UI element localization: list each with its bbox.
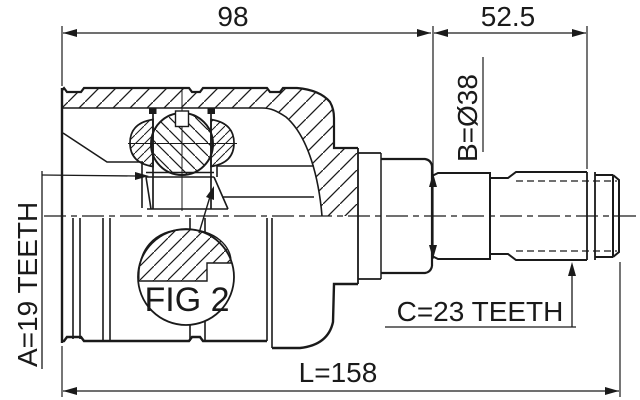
arrow-right <box>572 29 586 37</box>
bearing-ball-assembly <box>128 89 237 211</box>
cage-wall-top-right <box>207 108 215 114</box>
outer-spline-text: C=23 TEETH <box>397 296 564 327</box>
dimension-overall-length: L=158 <box>61 262 621 397</box>
dimension-52-5-text: 52.5 <box>481 1 536 32</box>
leader-arrow <box>568 262 576 276</box>
arrow-left <box>434 29 448 37</box>
label-outer-spline-teeth: C=23 TEETH <box>385 262 576 328</box>
fig-2-detail-circle: FIG 2 <box>137 186 235 326</box>
overall-length-text: L=158 <box>299 357 378 388</box>
dimension-52-5: 52.5 <box>432 1 588 259</box>
cage-section-left <box>129 118 154 168</box>
cage-window-notch <box>174 110 190 128</box>
cage-section-right <box>210 118 235 168</box>
leader-arrow <box>135 172 149 180</box>
spline-root-lines <box>516 180 617 252</box>
arrow-right <box>417 29 431 37</box>
fig-2-leader-arrow <box>206 186 214 200</box>
leader-line <box>41 174 137 177</box>
arrow-right <box>605 387 619 395</box>
shaft-diameter-text: B=Ø38 <box>452 74 483 162</box>
arrow-left <box>63 29 77 37</box>
dimension-98: 98 <box>61 1 431 86</box>
label-inner-spline-teeth: A=19 TEETH <box>12 171 149 369</box>
arrow-left <box>63 387 77 395</box>
fig-2-label: FIG 2 <box>144 281 229 319</box>
arrow-down <box>429 245 437 259</box>
dimension-98-text: 98 <box>217 1 248 32</box>
arrow-up <box>429 173 437 187</box>
cage-wall-top-left <box>149 108 157 114</box>
inner-spline-text: A=19 TEETH <box>12 202 43 367</box>
dimension-shaft-diameter: B=Ø38 <box>429 57 484 259</box>
housing-interior-lines <box>62 132 314 210</box>
